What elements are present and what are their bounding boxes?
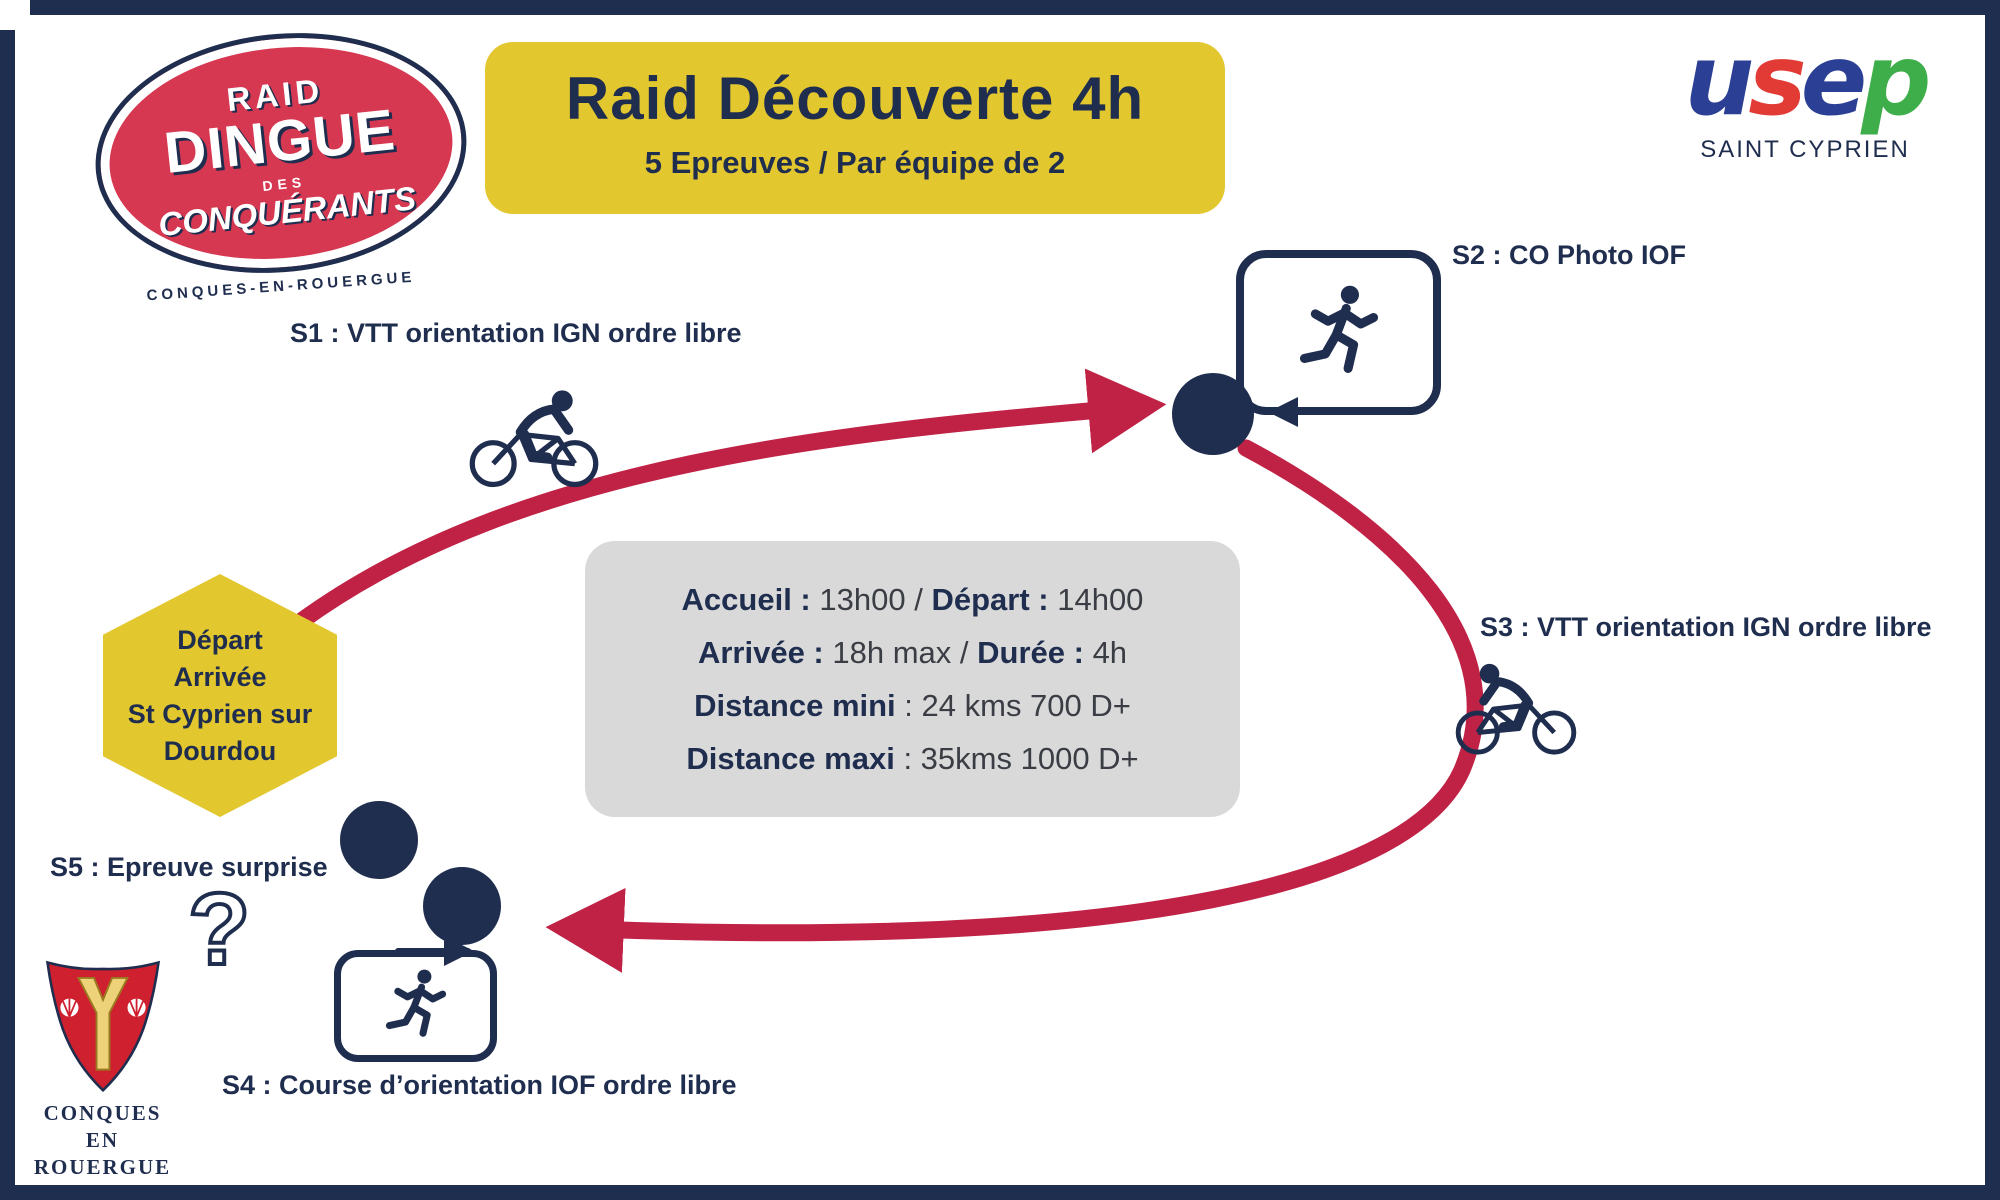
runner-icon [381, 967, 451, 1045]
usep-letter-s: s [1748, 24, 1806, 138]
usep-wordmark: usep [1650, 32, 1960, 130]
hex-line-place-1: St Cyprien sur [127, 698, 313, 729]
checkpoint-dot-finish-2 [423, 867, 501, 945]
depart-value: 14h00 [1057, 581, 1144, 617]
mountain-biker-icon [466, 386, 602, 491]
accueil-value: 13h00 / [819, 581, 923, 617]
depart-label: Départ : [931, 581, 1049, 617]
info-line-times: Accueil : 13h00 / Départ : 14h00 [585, 582, 1240, 618]
hex-line-place-2: Dourdou [163, 735, 277, 766]
stage-s5-label: S5 : Epreuve surprise [50, 852, 328, 882]
conques-coat-of-arms [45, 960, 161, 1093]
question-mark-icon: ? [186, 872, 252, 986]
info-line-distance-max: Distance maxi : 35kms 1000 D+ [585, 741, 1240, 777]
page-subtitle: 5 Epreuves / Par équipe de 2 [644, 145, 1066, 180]
distance-mini-label: Distance mini [694, 687, 896, 723]
title-banner: Raid Découverte 4h 5 Epreuves / Par équi… [485, 42, 1225, 214]
s2-control-box [1236, 250, 1441, 415]
raid-dingue-logo: RAID DINGUE DES CONQUÉRANTS CONQUES-EN-R… [83, 15, 479, 304]
usep-subtitle: SAINT CYPRIEN [1700, 136, 1910, 163]
frame-top [30, 0, 2000, 15]
shield-y-cross [76, 976, 130, 1071]
usep-logo: usep SAINT CYPRIEN [1650, 32, 1960, 164]
distance-maxi-label: Distance maxi [686, 740, 895, 776]
duree-value: 4h [1092, 634, 1128, 670]
usep-letter-e: e [1800, 24, 1868, 138]
runner-icon [1293, 283, 1385, 383]
conques-caption-line2: EN [85, 1128, 120, 1152]
raid-dingue-logo-badge: RAID DINGUE DES CONQUÉRANTS [83, 15, 479, 291]
conques-caption-line1: CONQUES [43, 1101, 162, 1125]
frame-right [1985, 0, 2000, 1200]
hex-line-depart: Départ [177, 624, 263, 655]
arrivee-label: Arrivée : [697, 634, 824, 670]
page-title: Raid Découverte 4h [565, 65, 1145, 132]
frame-left [0, 30, 15, 1200]
raid-logo-word-dingue: DINGUE [161, 96, 399, 186]
distance-maxi-value: : 35kms 1000 D+ [903, 740, 1139, 776]
scallop-shell-icon [60, 998, 79, 1018]
stage-s3-label: S3 : VTT orientation IGN ordre libre [1480, 612, 1932, 642]
frame-bottom [0, 1185, 2000, 1200]
schedule-info-box: Accueil : 13h00 / Départ : 14h00 Arrivée… [585, 541, 1240, 817]
arrivee-value: 18h max / [832, 634, 969, 670]
accueil-label: Accueil : [681, 581, 811, 617]
stage-s2-label: S2 : CO Photo IOF [1452, 240, 1686, 270]
checkpoint-dot-finish-1 [340, 801, 418, 879]
conques-caption-line3: ROUERGUE [33, 1155, 172, 1179]
conques-caption: CONQUES EN ROUERGUE [15, 1100, 190, 1181]
hex-line-arrivee: Arrivée [173, 661, 267, 692]
scallop-shell-icon [127, 998, 146, 1018]
info-line-duration: Arrivée : 18h max / Durée : 4h [585, 635, 1240, 671]
duree-label: Durée : [977, 634, 1084, 670]
distance-mini-value: : 24 kms 700 D+ [904, 687, 1131, 723]
s4-control-box [334, 950, 497, 1062]
start-finish-hexagon: Départ Arrivée St Cyprien sur Dourdou [103, 574, 337, 817]
stage-s1-label: S1 : VTT orientation IGN ordre libre [290, 318, 742, 348]
info-line-distance-min: Distance mini : 24 kms 700 D+ [585, 688, 1240, 724]
stage-s4-label: S4 : Course d’orientation IOF ordre libr… [222, 1070, 737, 1100]
mountain-biker-icon [1452, 660, 1580, 758]
usep-letter-u: u [1684, 24, 1755, 138]
usep-letter-p: p [1861, 24, 1931, 138]
